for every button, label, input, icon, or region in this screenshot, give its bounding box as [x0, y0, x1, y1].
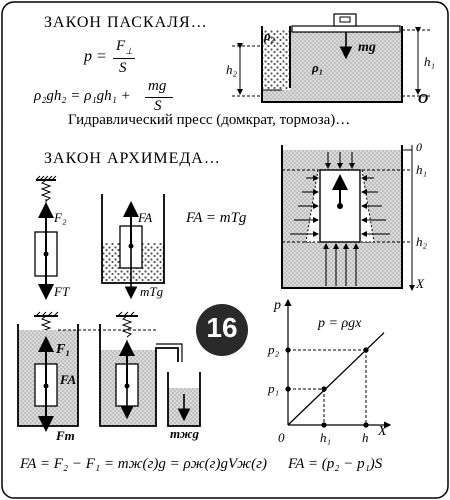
page-number-badge [196, 304, 248, 356]
label-f1: F₁ [56, 342, 71, 357]
label-depth-h2: h₂ [416, 234, 428, 249]
balance-formula-denominator: S [154, 98, 162, 114]
balance-formula-lhs: ρ₂gh₂ = ρ₁gh₁ + [34, 88, 131, 104]
chart-y-tick-label: p₂ [267, 342, 280, 357]
label-rho2: ρ₂ [264, 28, 276, 43]
body-in-vessel-figure [101, 194, 165, 300]
label-h2: h₂ [226, 62, 238, 77]
pressure-formula-denominator: S [119, 60, 127, 76]
chart-point [285, 386, 291, 392]
label-fm: Fm [56, 428, 75, 443]
chart-formula-annotation: p = ρgx [318, 316, 362, 331]
chart-point [363, 347, 369, 353]
chart-point [321, 422, 327, 428]
label-mtg: mTg [140, 284, 164, 299]
pressure-fraction-bar [113, 58, 135, 59]
balance-fraction-bar [145, 97, 173, 98]
pascal-heading: ЗАКОН ПАСКАЛЯ… [44, 14, 208, 31]
body-in-air-figure [34, 175, 58, 300]
label-mzhg: mжg [170, 426, 199, 441]
label-f2: F₂ [54, 210, 67, 225]
chart-y-axis-label: p [274, 298, 281, 313]
label-depth-h1: h₁ [416, 162, 428, 177]
label-fa-vessel: FA [138, 210, 153, 225]
hydraulic-press-figure [232, 13, 430, 103]
hydraulic-press-caption: Гидравлический пресс (домкрат, тормоза)… [68, 112, 351, 128]
label-depth-zero: 0 [416, 140, 422, 154]
pressure-bottom-formula: FA = (p₂ − p₁)S [288, 456, 383, 472]
label-depth-x: X [416, 276, 424, 291]
chart-x-tick-label: 0 [278, 430, 285, 445]
archimedes-bottom-formula: FA = F₂ − F₁ = mж(г)g = ρж(г)gVж(г) [20, 456, 267, 472]
chart-point [321, 386, 327, 392]
page-number: 16 [206, 312, 238, 343]
pressure-distribution-figure [281, 145, 415, 291]
pressure-formula-lhs: p = [84, 48, 107, 65]
chart-y-tick-label: p₁ [267, 381, 279, 396]
label-h1: h₁ [424, 54, 436, 69]
chart-x-axis-label: X [378, 424, 387, 439]
archimedes-formula: FA = mTg [186, 210, 247, 226]
label-ft: FT [54, 284, 70, 299]
label-rho1: ρ₁ [312, 60, 324, 75]
pressure-depth-chart: 0 h₁ h p₁ p₂ [267, 298, 392, 445]
archimedes-heading: ЗАКОН АРХИМЕДА… [44, 150, 221, 167]
overflow-vessel-figure [58, 311, 201, 427]
chart-x-tick-label: h₁ [320, 430, 331, 445]
chart-x-tick-label: h [362, 430, 369, 445]
submerged-body-figure [17, 311, 79, 432]
label-fa-submerged: FA [60, 372, 77, 387]
chart-point [285, 347, 291, 353]
pressure-formula-numerator: F⊥ [116, 38, 134, 56]
chart-point [363, 422, 369, 428]
balance-formula-numerator: mg [148, 78, 167, 94]
chart-series-line [287, 332, 385, 426]
label-mg: mg [358, 40, 376, 55]
label-origin: O [418, 92, 429, 107]
